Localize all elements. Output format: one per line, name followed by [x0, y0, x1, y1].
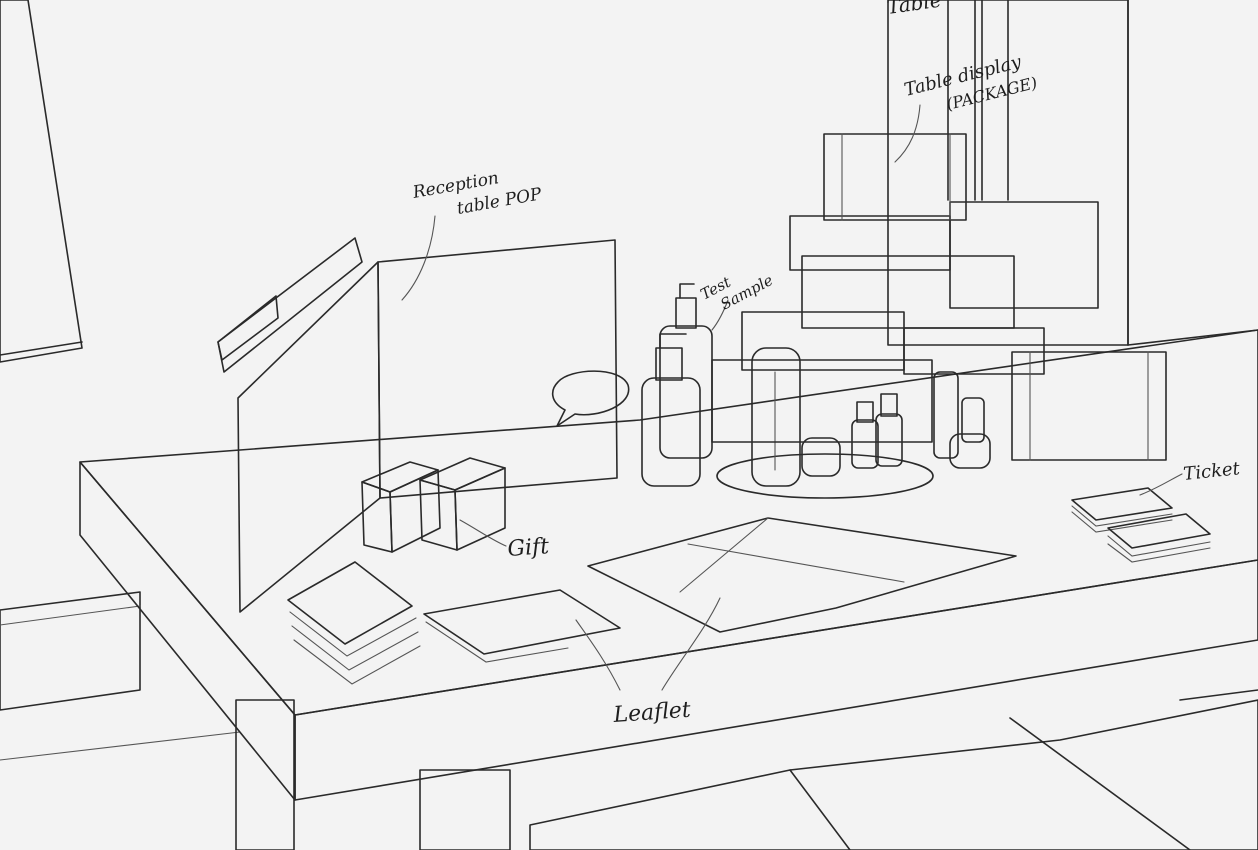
table: [79, 329, 1258, 801]
window-frame: [0, 0, 83, 363]
table-legs: [235, 699, 511, 850]
speech-bubble-icon: [551, 370, 630, 427]
gift-boxes: [361, 457, 506, 553]
storage-boxes: [529, 689, 1258, 850]
label-gift: Gift: [507, 534, 550, 562]
baseboard: [0, 591, 241, 761]
test-sample-bottles: [641, 283, 991, 499]
label-leaflet: Leaflet: [612, 698, 692, 728]
reception-pop-board: [217, 237, 630, 613]
annotation-leaders: [401, 104, 1183, 691]
ticket-stacks: [1071, 487, 1211, 563]
display-packages: [711, 133, 1167, 461]
leaflets: [287, 517, 1017, 685]
